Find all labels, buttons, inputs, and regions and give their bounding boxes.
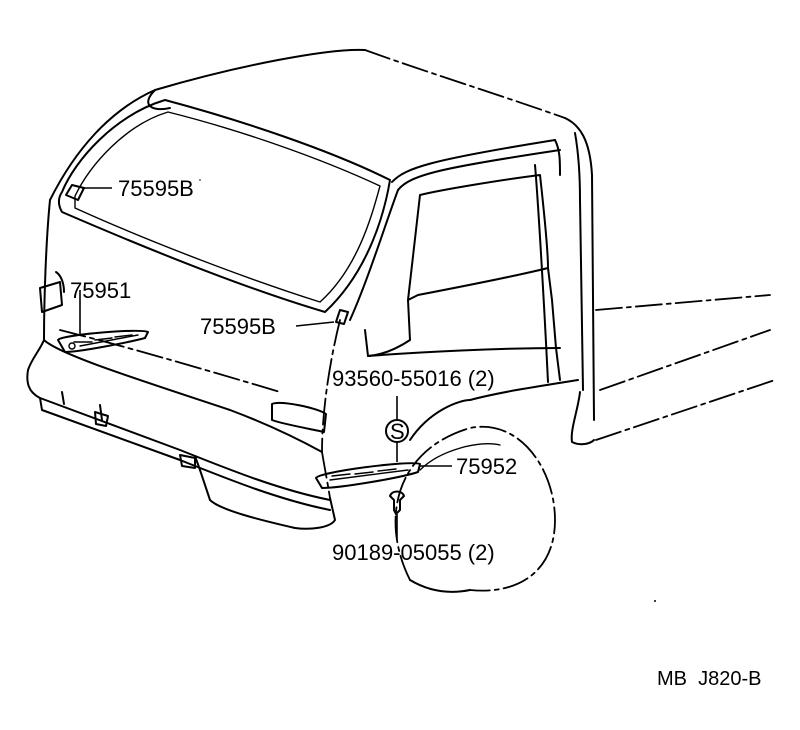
label-clip: 90189-05055 (2) xyxy=(332,540,495,565)
front-wheel xyxy=(394,425,556,593)
label-screw: 93560-55016 (2) xyxy=(332,366,495,391)
clip-90189-05055: 90189-05055 (2) xyxy=(332,490,495,565)
label-upper-window-emblem: 75595B xyxy=(118,176,194,201)
emblem-75952: 75952 xyxy=(315,454,517,489)
label-front-panel-emblem: 75951 xyxy=(70,278,131,303)
cab-door xyxy=(349,139,579,441)
windshield xyxy=(58,99,391,313)
scan-specks xyxy=(199,179,656,602)
label-side-window-emblem: 75595B xyxy=(200,314,276,339)
cargo-bed xyxy=(595,294,776,441)
cab-body-outline xyxy=(26,48,595,530)
reference-code: MB J820-B xyxy=(657,668,761,690)
label-side-emblem: 75952 xyxy=(456,454,517,479)
screw-93560-55016: 93560-55016 (2) S xyxy=(332,366,495,462)
emblem-75595b-upper: 75595B xyxy=(65,176,194,201)
emblem-75595b-side: 75595B xyxy=(200,309,349,339)
emblem-75951: 75951 xyxy=(57,278,149,353)
screw-symbol: S xyxy=(390,419,405,444)
